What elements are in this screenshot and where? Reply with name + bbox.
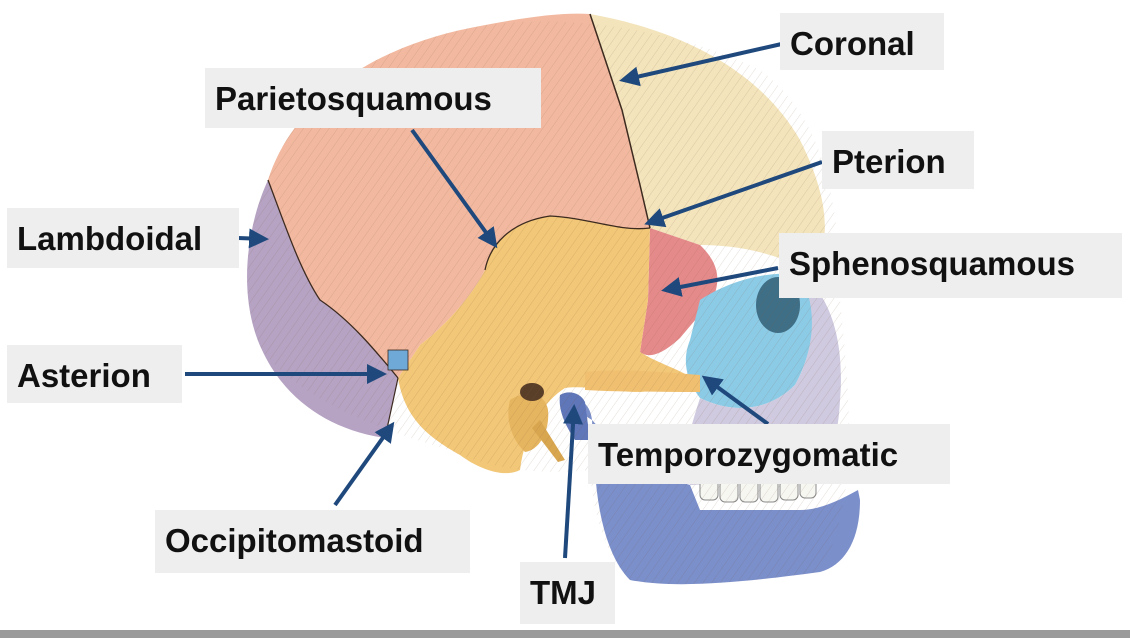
arrow-occipitomastoid — [335, 425, 392, 505]
label-temporozygomatic: Temporozygomatic — [588, 424, 950, 484]
label-asterion: Asterion — [7, 345, 182, 403]
label-occipitomastoid: Occipitomastoid — [155, 510, 470, 573]
label-coronal: Coronal — [780, 13, 944, 70]
label-parietosquamous: Parietosquamous — [205, 68, 541, 128]
label-lambdoidal: Lambdoidal — [7, 208, 239, 268]
label-pterion: Pterion — [822, 131, 974, 189]
label-tmj: TMJ — [520, 562, 615, 624]
label-sphenosquamous: Sphenosquamous — [779, 233, 1122, 298]
bottom-divider — [0, 630, 1130, 638]
arrow-lambdoidal — [238, 238, 265, 239]
